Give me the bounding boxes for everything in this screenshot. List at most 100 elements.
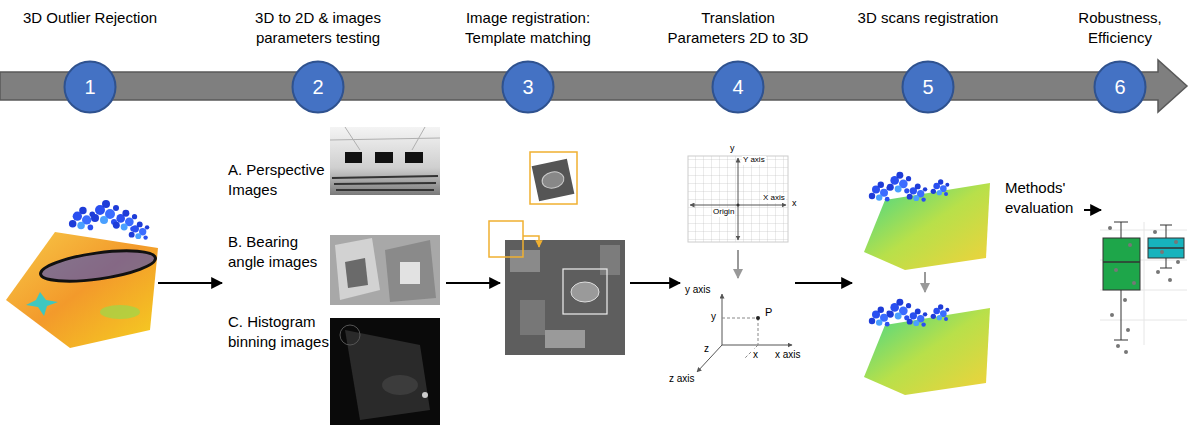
flow-arrow-part: [158, 282, 222, 284]
histogram-image-part: [422, 392, 428, 398]
step-number: 6: [1093, 60, 1147, 114]
registered-point-cloud-part-part: [887, 299, 911, 321]
bearing-angle-image-part: [385, 240, 436, 302]
axis-label: x: [752, 349, 759, 360]
axis-label: y axis: [684, 284, 712, 295]
flow-arrow-part: [1084, 209, 1101, 211]
registered-point-cloud-part: [864, 299, 990, 395]
histogram-image-part: [330, 318, 440, 425]
histogram-image: [330, 318, 440, 425]
coordinate-grid-part: [737, 204, 740, 207]
registered-point-cloud-part: [887, 172, 911, 194]
axis-label: X axis: [762, 194, 786, 203]
perspective-image-part: [330, 127, 440, 195]
step-title: 3D scans registration: [823, 8, 1033, 28]
box-plot-part: [1153, 230, 1180, 282]
coordinate-grid-part: [738, 158, 739, 240]
step-title: Image registration: Template matching: [446, 8, 611, 48]
histogram-image-part: [345, 330, 430, 420]
flow-arrow-part: [630, 282, 680, 284]
step-circle: 3D to 2D & images parameters testing2: [291, 60, 345, 114]
point-cloud-part: [26, 292, 58, 316]
axis-label: x axis: [774, 349, 802, 360]
perspective-image-part: [405, 152, 423, 163]
registered-point-cloud-part-part: [907, 308, 928, 326]
point-cloud-part: [91, 200, 119, 225]
registered-point-cloud: [864, 172, 990, 395]
template-matching-part: [523, 236, 539, 247]
point-cloud-part: [39, 245, 157, 287]
box-plot-part-part: [1108, 226, 1112, 230]
coordinate-grid-part: [737, 250, 739, 278]
registered-point-cloud-part: [907, 183, 928, 201]
perspective-image-part: [332, 176, 438, 190]
box-plot-part: [1108, 226, 1136, 354]
step-number: 1: [63, 60, 117, 114]
box-plot-part-part: [1153, 230, 1157, 234]
point-label: P: [764, 306, 773, 318]
flow-arrow-part: [795, 282, 852, 284]
point-cloud-part: [129, 221, 150, 239]
step-circle: 3D scans registration5: [901, 60, 955, 114]
axes-3d-part: [722, 294, 723, 345]
step-title: 3D Outlier Rejection: [5, 8, 175, 28]
box-plot-part-part: [1176, 260, 1180, 264]
box-plot-part-part: [1114, 268, 1118, 272]
box-plot-part-part: [1110, 313, 1114, 317]
box-plot-part-part: [1128, 243, 1132, 247]
point-cloud-part: [100, 305, 140, 319]
step-title: 3D to 2D & images parameters testing: [231, 8, 406, 48]
perspective-image-part: [345, 152, 362, 163]
timeline-band: [0, 60, 1187, 112]
step-number: 2: [291, 60, 345, 114]
axes-3d-part: [756, 316, 760, 320]
axes-3d: [697, 294, 792, 372]
registered-point-cloud-part-part: [931, 304, 950, 321]
template-matching-part: [489, 221, 523, 257]
template-matching-part: [545, 330, 585, 348]
bearing-angle-image-part: [345, 258, 368, 288]
axis-label: x: [791, 199, 798, 209]
box-plot-part-part: [1156, 270, 1160, 274]
box-plot-part-part: [1116, 344, 1120, 348]
box-plot-part-part: [1126, 328, 1130, 332]
template-matching-part: [530, 152, 577, 204]
coordinate-grid-part: [690, 205, 786, 206]
axis-label: z axis: [668, 373, 696, 384]
axis-label: z: [703, 343, 710, 354]
perspective-image: [330, 127, 440, 195]
box-plot-part-part: [1160, 250, 1164, 254]
template-matching-part: [571, 282, 599, 302]
template-matching-part: [563, 269, 607, 314]
point-cloud-part: [6, 232, 158, 348]
histogram-image-part: [382, 375, 418, 395]
template-matching-part: [510, 250, 540, 272]
coordinate-grid-part: [688, 156, 788, 242]
image-type-label: B. Bearing angle images: [228, 232, 332, 272]
step-circle: Translation Parameters 2D to 3D4: [711, 60, 765, 114]
evaluation-label: Methods' evaluation: [1005, 178, 1097, 218]
step-circle: 3D Outlier Rejection1: [63, 60, 117, 114]
template-matching-part-part: [532, 159, 575, 202]
axis-label: y: [710, 311, 717, 322]
template-matching-part-part: [541, 170, 566, 190]
flow-arrow-part: [446, 282, 500, 284]
step-number: 5: [901, 60, 955, 114]
box-plot-part: [1103, 238, 1140, 290]
step-title: Translation Parameters 2D to 3D: [664, 8, 812, 48]
box-plot-part-part: [1168, 278, 1172, 282]
step-circle: Robustness, Efficiency6: [1093, 60, 1147, 114]
bearing-angle-image-part: [330, 235, 440, 305]
histogram-image-part: [340, 325, 360, 345]
axis-label: Origin: [712, 208, 735, 217]
template-matching: [489, 152, 625, 355]
registered-point-cloud-part: [869, 182, 891, 202]
perspective-image-part: [330, 127, 440, 150]
box-plot-part: [1103, 261, 1140, 263]
template-matching-part: [520, 300, 545, 335]
perspective-image-part: [375, 152, 393, 163]
box-plot-part: [1148, 238, 1184, 258]
box-plot-part-part: [1123, 298, 1127, 302]
bearing-angle-image: [330, 235, 440, 305]
